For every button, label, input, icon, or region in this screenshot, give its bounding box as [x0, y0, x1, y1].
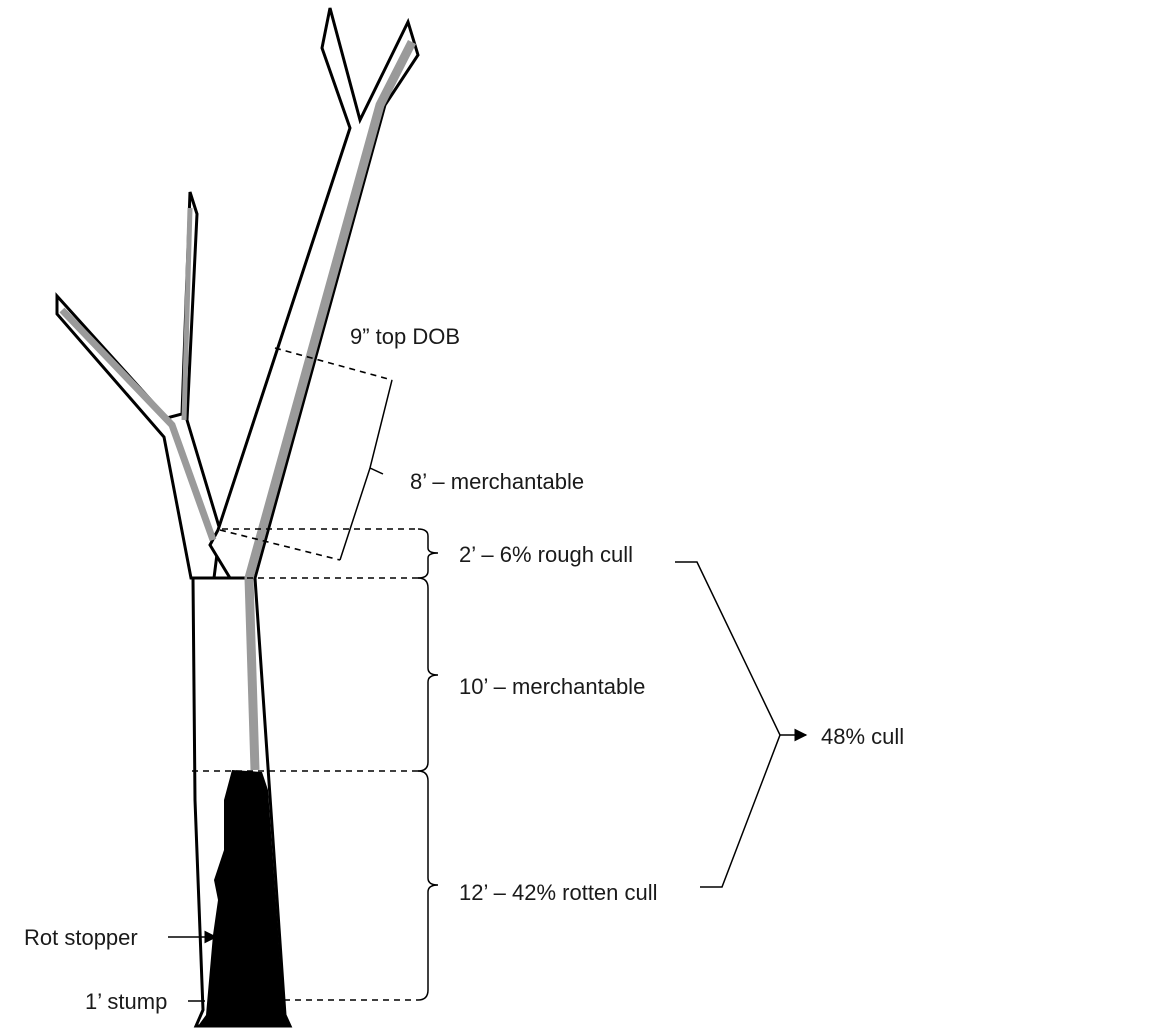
label-total-cull: 48% cull [821, 724, 904, 749]
label-mid-merchantable: 10’ – merchantable [459, 674, 645, 699]
label-upper-merchantable: 8’ – merchantable [410, 469, 584, 494]
brace-total-cull [675, 562, 780, 887]
label-rot-stopper: Rot stopper [24, 925, 138, 950]
label-top-dob: 9” top DOB [350, 324, 460, 349]
tree-drawing [57, 8, 418, 1026]
brace-10ft [418, 578, 438, 771]
brace-2ft [418, 529, 438, 578]
brace-12ft [418, 771, 438, 1000]
brace-8ft [340, 380, 392, 560]
label-rough-cull: 2’ – 6% rough cull [459, 542, 633, 567]
label-rotten-cull: 12’ – 42% rotten cull [459, 880, 658, 905]
label-stump: 1’ stump [85, 989, 167, 1014]
